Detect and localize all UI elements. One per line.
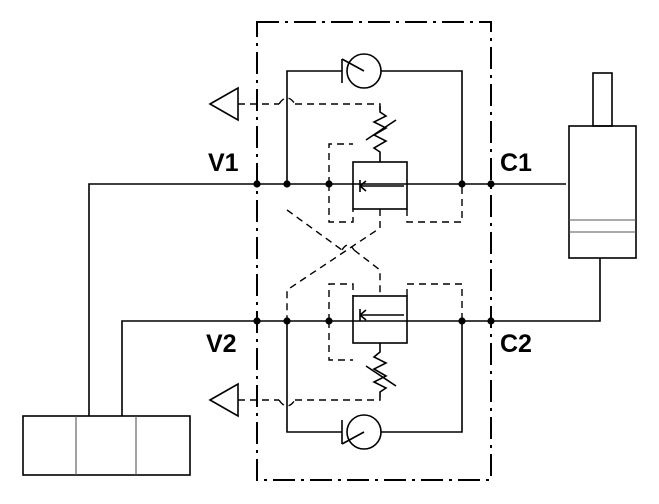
lower-pilot-lines	[238, 283, 463, 407]
main-line-2	[121, 258, 601, 416]
drain-triangle-upper	[208, 86, 239, 122]
lower-bypass-check-valve	[286, 321, 463, 450]
upper-pilot-lines	[238, 97, 463, 321]
upper-valve-body	[352, 106, 408, 210]
port-label-v2: V2	[206, 330, 237, 358]
lower-valve-body	[352, 295, 408, 398]
directional-control-valve	[22, 415, 191, 476]
hydraulic-cylinder	[568, 72, 637, 259]
port-label-c2: C2	[500, 330, 532, 358]
upper-bypass-check-valve	[286, 53, 463, 184]
port-label-v1: V1	[208, 149, 239, 177]
valve-housing-boundary	[256, 21, 492, 481]
port-label-c1: C1	[500, 149, 532, 177]
main-line-1	[88, 183, 566, 416]
junction-dots	[253, 180, 495, 325]
drain-triangle-lower	[208, 382, 239, 418]
